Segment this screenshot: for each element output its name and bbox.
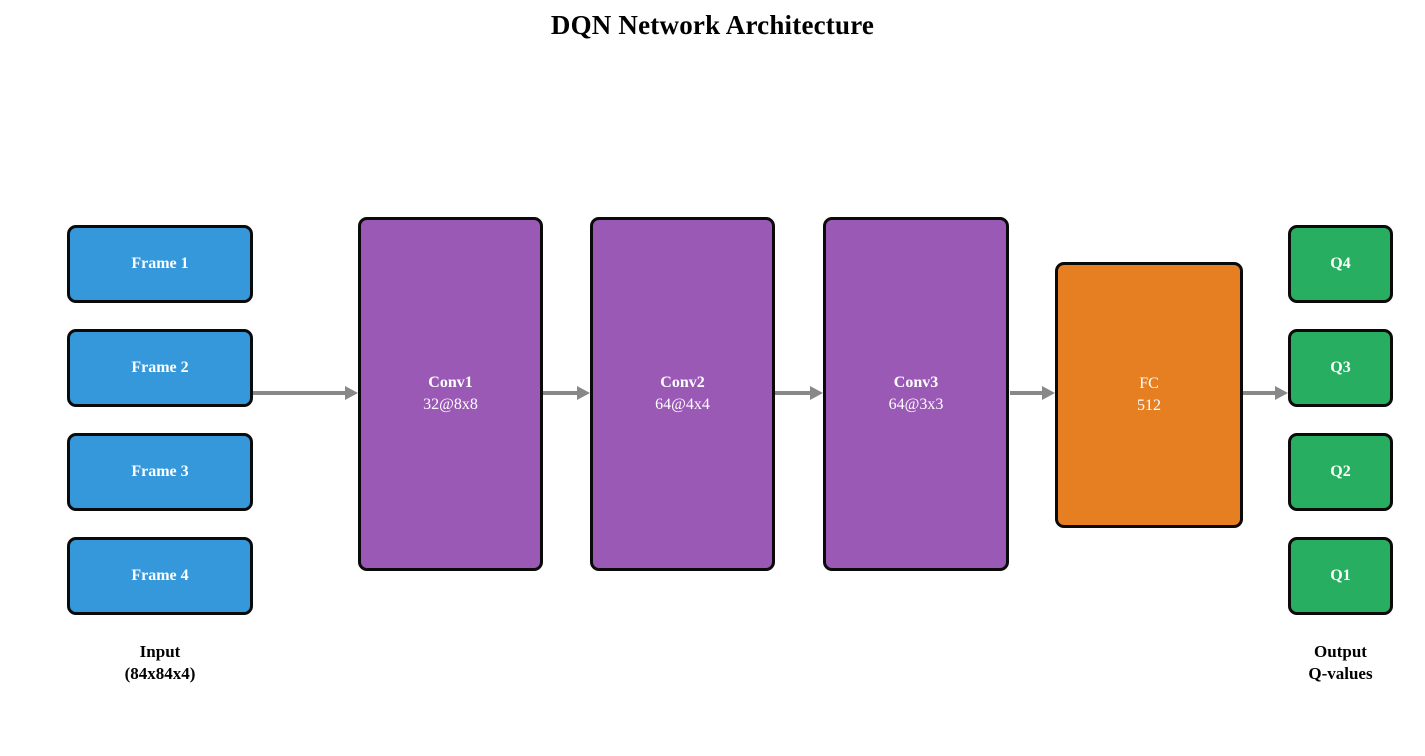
q2-label: Q2 [1330, 463, 1351, 481]
conv3-box: Conv3 64@3x3 [823, 217, 1009, 571]
arrow-shaft [253, 391, 348, 395]
output-caption-line1: Output [1314, 642, 1367, 661]
frame-4-label: Frame 4 [131, 567, 189, 585]
frame-2-box: Frame 2 [67, 329, 253, 407]
input-caption-line2: (84x84x4) [124, 664, 196, 684]
fc-box: FC 512 [1055, 262, 1243, 528]
frame-1-label: Frame 1 [131, 255, 189, 273]
q3-box: Q3 [1288, 329, 1393, 407]
q1-label: Q1 [1330, 567, 1351, 585]
frame-2-label: Frame 2 [131, 359, 189, 377]
frame-3-label: Frame 3 [131, 463, 189, 481]
arrow-conv2-to-conv3 [775, 386, 823, 400]
arrowhead-icon [810, 386, 823, 400]
conv1-box: Conv1 32@8x8 [358, 217, 543, 571]
frame-3-box: Frame 3 [67, 433, 253, 511]
input-caption: Input (84x84x4) [67, 641, 253, 685]
arrowhead-icon [345, 386, 358, 400]
arrowhead-icon [577, 386, 590, 400]
arrowhead-icon [1042, 386, 1055, 400]
arrow-input-to-conv1 [253, 386, 358, 400]
conv2-name: Conv2 [660, 374, 705, 392]
q4-box: Q4 [1288, 225, 1393, 303]
q2-box: Q2 [1288, 433, 1393, 511]
q1-box: Q1 [1288, 537, 1393, 615]
output-caption: Output Q-values [1288, 641, 1393, 685]
arrow-shaft [543, 391, 580, 395]
conv1-name: Conv1 [428, 374, 473, 392]
conv3-name: Conv3 [893, 374, 939, 392]
diagram-title: DQN Network Architecture [550, 10, 875, 40]
q3-label: Q3 [1330, 359, 1351, 377]
q4-label: Q4 [1330, 255, 1351, 273]
conv2-box: Conv2 64@4x4 [590, 217, 775, 571]
arrow-shaft [775, 391, 813, 395]
input-caption-line1: Input [139, 642, 181, 661]
arrowhead-icon [1275, 386, 1288, 400]
fc-detail: 512 [1137, 397, 1161, 414]
frame-4-box: Frame 4 [67, 537, 253, 615]
conv2-detail: 64@4x4 [655, 396, 710, 413]
frame-1-box: Frame 1 [67, 225, 253, 303]
arrow-shaft [1243, 391, 1278, 395]
arrow-shaft [1010, 391, 1045, 395]
output-caption-line2: Q-values [1308, 664, 1373, 684]
conv3-detail: 64@3x3 [888, 396, 944, 413]
conv1-detail: 32@8x8 [423, 396, 478, 413]
arrow-fc-to-output [1243, 386, 1288, 400]
fc-name: FC [1139, 375, 1159, 393]
arrow-conv1-to-conv2 [543, 386, 590, 400]
arrow-conv3-to-fc [1010, 386, 1055, 400]
